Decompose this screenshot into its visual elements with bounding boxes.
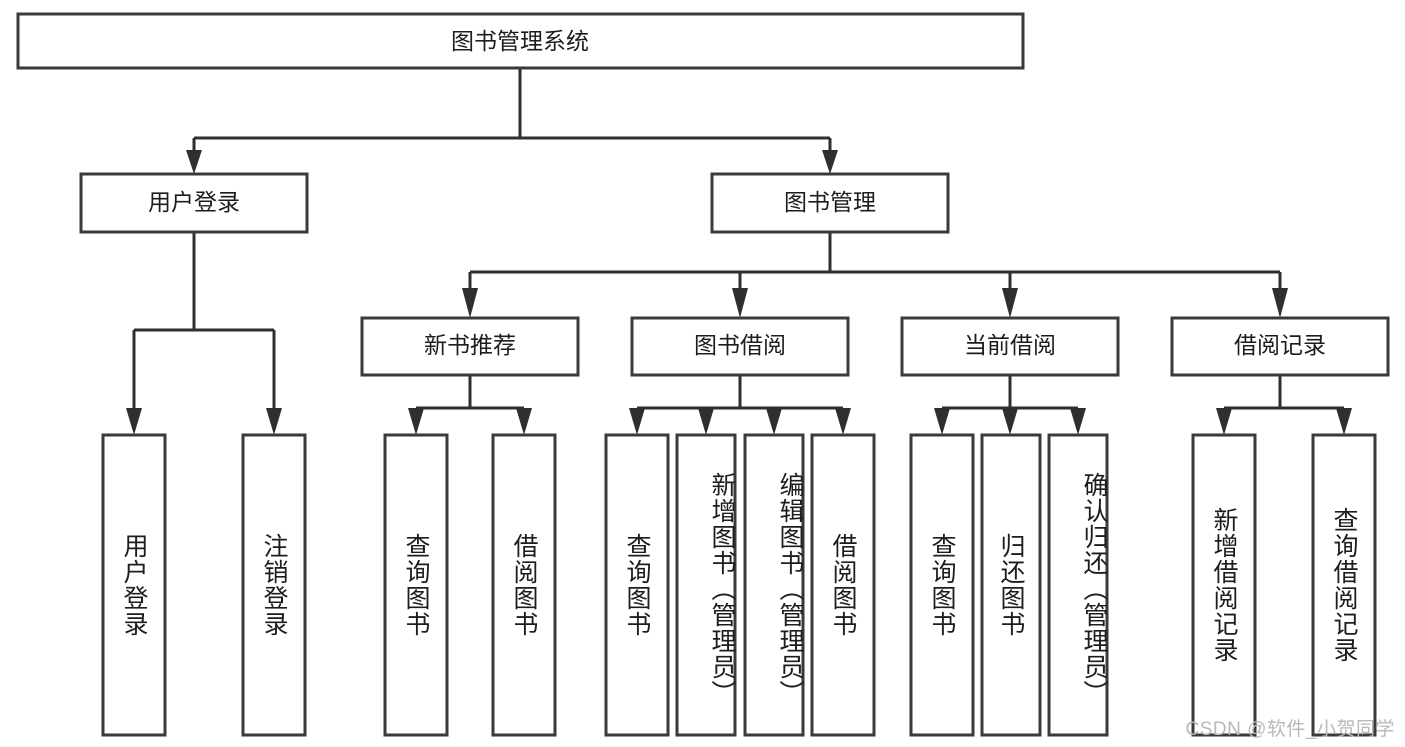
leaf-box-book-borrow-3[interactable] (743, 433, 805, 737)
node-book-management-box[interactable] (710, 172, 950, 234)
arrow-head-bookborrow-leaf-2 (698, 408, 714, 435)
node-current-borrow[interactable]: 当前借阅 (900, 316, 1120, 377)
arrow-head-newbook-leaf-2 (516, 408, 532, 435)
arrow-head-bookborrow-leaf-1 (629, 408, 645, 435)
node-current-borrow-label: 当前借阅 (964, 332, 1056, 358)
node-user-login[interactable]: 用户登录 (79, 172, 309, 234)
node-new-book-recommend-label: 新书推荐 (424, 332, 516, 358)
leaf-box-borrow-record-2[interactable] (1311, 433, 1377, 737)
node-user-login-label: 用户登录 (148, 189, 240, 215)
connector-group-book-borrow (629, 375, 851, 435)
arrow-head-currentborrow-leaf-2 (1002, 408, 1018, 435)
node-root[interactable]: 图书管理系统 (16, 12, 1025, 70)
node-borrow-record[interactable]: 借阅记录 (1170, 316, 1390, 377)
arrow-head-currentborrow-leaf-1 (934, 408, 950, 435)
arrow-head-bookborrow-leaf-4 (835, 408, 851, 435)
node-book-borrow-label: 图书借阅 (694, 332, 786, 358)
connector-group-borrow-record (1216, 375, 1352, 435)
arrow-head-book-borrow (732, 288, 748, 318)
node-book-borrow-box[interactable] (630, 316, 850, 377)
connector-group-book-mgmt (462, 232, 1288, 318)
leaf-box-current-borrow-1[interactable] (909, 433, 975, 737)
arrow-head-newbook-leaf-1 (408, 408, 424, 435)
leaf-box-new-book-2[interactable] (491, 433, 557, 737)
arrow-head-new-book (462, 288, 478, 318)
csdn-watermark: CSDN @软件_小贺同学 (1185, 719, 1395, 740)
leaf-box-borrow-record-1[interactable] (1191, 433, 1257, 737)
leaf-box-user-login-1[interactable] (101, 433, 167, 737)
leaf-box-new-book-1[interactable] (383, 433, 449, 737)
arrow-head-user-login (186, 150, 202, 174)
leaf-box-current-borrow-2[interactable] (980, 433, 1042, 737)
connector-group-root (186, 68, 838, 174)
leaf-box-current-borrow-3[interactable] (1047, 433, 1109, 737)
node-borrow-record-label: 借阅记录 (1234, 332, 1326, 358)
arrow-head-borrow-record (1272, 288, 1288, 318)
arrow-head-book-mgmt (822, 150, 838, 174)
leaf-box-book-borrow-2[interactable] (675, 433, 737, 737)
node-user-login-box[interactable] (79, 172, 309, 234)
node-current-borrow-box[interactable] (900, 316, 1120, 377)
leaf-box-book-borrow-4[interactable] (810, 433, 876, 737)
arrow-head-bookborrow-leaf-3 (766, 408, 782, 435)
arrow-head-borrowrecord-leaf-2 (1336, 408, 1352, 435)
arrow-head-user-login-leaf-2 (266, 408, 282, 435)
node-book-management-label: 图书管理 (784, 189, 876, 215)
leaf-box-book-borrow-1[interactable] (604, 433, 670, 737)
connector-group-new-book (408, 375, 532, 435)
node-borrow-record-box[interactable] (1170, 316, 1390, 377)
arrow-head-currentborrow-leaf-3 (1070, 408, 1086, 435)
leaf-box-user-login-2[interactable] (241, 433, 307, 737)
node-new-book-recommend-box[interactable] (360, 316, 580, 377)
arrow-head-borrowrecord-leaf-1 (1216, 408, 1232, 435)
node-root-label: 图书管理系统 (451, 28, 589, 54)
node-root-box[interactable] (16, 12, 1025, 70)
node-book-borrow[interactable]: 图书借阅 (630, 316, 850, 377)
connector-group-user-login (126, 232, 282, 435)
node-new-book-recommend[interactable]: 新书推荐 (360, 316, 580, 377)
arrow-head-current-borrow (1002, 288, 1018, 318)
node-book-management[interactable]: 图书管理 (710, 172, 950, 234)
connector-group-current-borrow (934, 375, 1086, 435)
arrow-head-user-login-leaf-1 (126, 408, 142, 435)
